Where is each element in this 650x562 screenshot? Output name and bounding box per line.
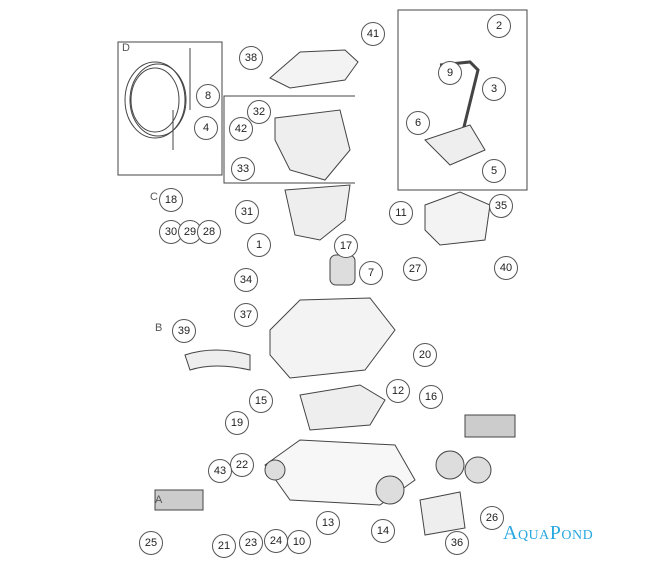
callout-35: 35 bbox=[489, 194, 513, 218]
callout-37: 37 bbox=[234, 303, 258, 327]
callout-34: 34 bbox=[234, 268, 258, 292]
callout-27: 27 bbox=[403, 257, 427, 281]
impeller bbox=[329, 254, 356, 286]
callout-9: 9 bbox=[438, 61, 462, 85]
callout-18: 18 bbox=[159, 188, 183, 212]
chassis-tracks bbox=[264, 439, 416, 506]
aquapond-logo: AquaPond bbox=[503, 522, 594, 544]
callout-13: 13 bbox=[316, 511, 340, 535]
brushes bbox=[154, 414, 516, 511]
callout-17: 17 bbox=[334, 234, 358, 258]
callout-42: 42 bbox=[229, 117, 253, 141]
callout-38: 38 bbox=[239, 46, 263, 70]
section-letter-d: D bbox=[122, 42, 130, 54]
callout-21: 21 bbox=[212, 534, 236, 558]
callout-12: 12 bbox=[386, 379, 410, 403]
callout-7: 7 bbox=[359, 261, 383, 285]
callout-6: 6 bbox=[406, 111, 430, 135]
group-box-28 bbox=[223, 95, 355, 184]
callout-10: 10 bbox=[287, 530, 311, 554]
section-letter-c: C bbox=[150, 191, 158, 203]
top-cover bbox=[269, 49, 359, 89]
callout-31: 31 bbox=[235, 200, 259, 224]
callout-25: 25 bbox=[139, 531, 163, 555]
callout-41: 41 bbox=[361, 22, 385, 46]
callout-11: 11 bbox=[389, 201, 413, 225]
callout-43: 43 bbox=[208, 459, 232, 483]
callout-33: 33 bbox=[231, 157, 255, 181]
motor-block bbox=[299, 384, 386, 431]
filter-basket bbox=[274, 109, 351, 181]
body-shell bbox=[269, 297, 396, 379]
callout-14: 14 bbox=[371, 519, 395, 543]
callout-28: 28 bbox=[197, 220, 221, 244]
callout-3: 3 bbox=[482, 77, 506, 101]
callout-16: 16 bbox=[419, 385, 443, 409]
cable-coil bbox=[124, 48, 191, 150]
callout-32: 32 bbox=[247, 100, 271, 124]
section-letter-a: A bbox=[155, 494, 163, 506]
callout-30: 30 bbox=[159, 220, 183, 244]
group-box-d bbox=[117, 41, 223, 176]
callout-15: 15 bbox=[249, 389, 273, 413]
bumper bbox=[184, 349, 251, 371]
callout-19: 19 bbox=[225, 411, 249, 435]
callout-4: 4 bbox=[194, 116, 218, 140]
callout-2: 2 bbox=[487, 14, 511, 38]
power-supply bbox=[424, 191, 491, 246]
callout-1: 1 bbox=[247, 233, 271, 257]
side-panel bbox=[419, 491, 466, 536]
handle-base bbox=[424, 124, 486, 166]
callout-22: 22 bbox=[230, 453, 254, 477]
callout-20: 20 bbox=[413, 343, 437, 367]
callout-8: 8 bbox=[196, 84, 220, 108]
filter-lower bbox=[284, 184, 351, 241]
callout-5: 5 bbox=[482, 159, 506, 183]
callout-39: 39 bbox=[172, 319, 196, 343]
section-letter-b: B bbox=[155, 322, 163, 334]
callout-36: 36 bbox=[445, 531, 469, 555]
callout-24: 24 bbox=[264, 529, 288, 553]
callout-40: 40 bbox=[494, 256, 518, 280]
group-box-11 bbox=[397, 9, 528, 191]
callout-26: 26 bbox=[480, 506, 504, 530]
callout-23: 23 bbox=[239, 531, 263, 555]
